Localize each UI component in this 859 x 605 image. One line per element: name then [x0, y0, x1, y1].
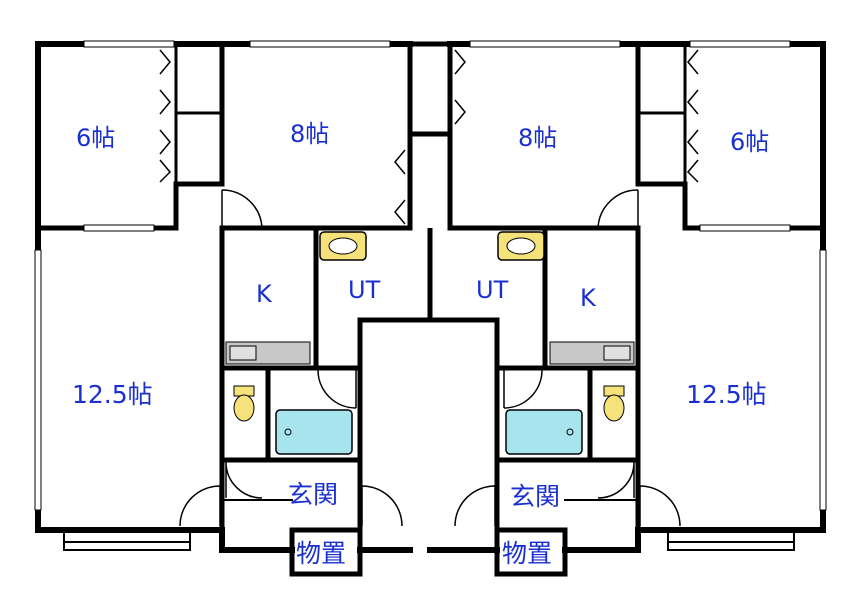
balcony-right: [667, 529, 795, 551]
label-storage-left: 物置: [296, 539, 347, 568]
balcony-left: [63, 529, 191, 551]
windows: [34, 40, 827, 511]
label-6tatami-left: 6帖: [76, 124, 116, 152]
unit-right: [427, 41, 826, 577]
label-8tatami-right: 8帖: [518, 124, 558, 152]
wall-kitchen-r: [494, 225, 641, 533]
closet-wall-r: [636, 42, 687, 186]
toilet-right: [603, 385, 625, 422]
label-entrance-right: 玄関: [510, 482, 561, 511]
storage-box: [289, 527, 363, 577]
wall-kitchen: [219, 225, 363, 533]
wall-bath-r: [494, 365, 641, 463]
label-kitchen-left: K: [256, 280, 272, 308]
label-8tatami-left: 8帖: [290, 120, 330, 148]
bath-right: [505, 409, 583, 455]
wall-bath: [219, 365, 363, 463]
center-wall: [410, 41, 453, 320]
closet-wall: [174, 42, 224, 186]
label-utility-left: UT: [348, 276, 381, 304]
unit-left: [35, 41, 433, 577]
fixtures: [225, 231, 635, 455]
wall-ut: [357, 317, 433, 553]
label-storage-right: 物置: [502, 539, 553, 568]
wall-ut-r: [427, 317, 500, 553]
label-6tatami-right: 6帖: [730, 128, 770, 156]
label-entrance-left: 玄関: [288, 480, 339, 509]
bath-left: [275, 409, 353, 455]
storage-box-r: [494, 527, 568, 577]
label-kitchen-right: K: [580, 284, 596, 312]
unit-center: [408, 41, 453, 320]
label-living-left: 12.5帖: [72, 380, 153, 409]
label-utility-right: UT: [476, 276, 509, 304]
toilet-left: [233, 385, 255, 422]
label-living-right: 12.5帖: [686, 380, 767, 409]
wall-6tatami: [35, 41, 225, 231]
door-swings: [159, 49, 699, 527]
